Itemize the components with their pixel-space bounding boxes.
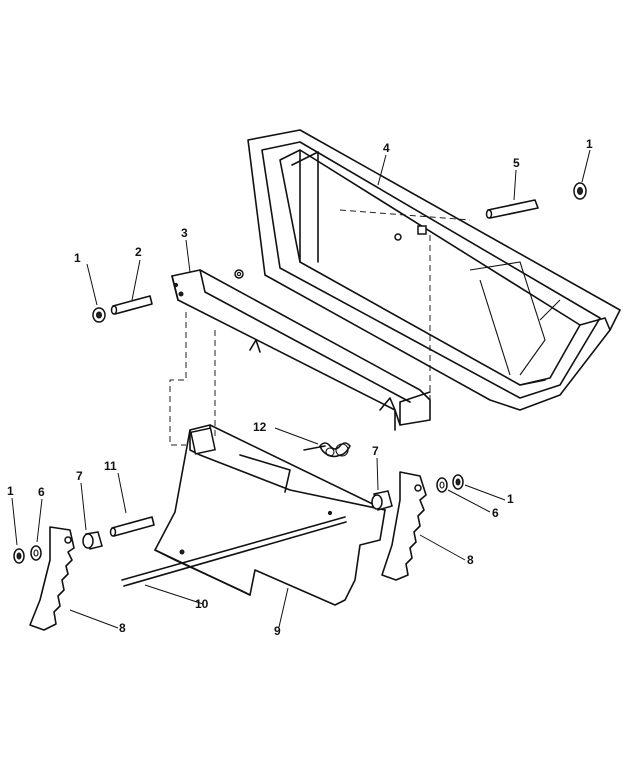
tray-part [247,129,621,411]
callout-5: 5 [513,156,520,170]
right-pawl-part [381,471,427,581]
spring-part [303,442,351,458]
callout-6-right: 6 [492,506,499,520]
left-pawl-part [29,526,75,631]
callout-8-left: 8 [119,621,126,635]
bracket-part [171,269,431,431]
callout-labels: 1 2 3 4 5 1 12 11 7 1 6 7 1 6 8 10 9 8 [7,137,593,638]
callout-7-right: 7 [372,444,379,458]
callout-7-left: 7 [76,469,83,483]
left-side-hardware [13,516,155,564]
callout-10: 10 [195,597,209,611]
callout-11: 11 [104,459,117,473]
callout-6-left: 6 [38,485,45,499]
base-plate-part [154,424,386,606]
callout-1-lower-left: 1 [7,484,14,498]
callout-3: 3 [181,226,188,240]
rod-part [121,516,347,587]
leader-lines [11,149,591,629]
right-side-hardware [371,474,464,511]
callout-9: 9 [274,624,281,638]
nut-part-upper-right [573,182,587,200]
callout-12: 12 [253,420,267,434]
nut-part-left [92,307,106,323]
callout-8-right: 8 [467,553,474,567]
callout-4: 4 [383,141,390,155]
callout-1-top-right: 1 [586,137,593,151]
callout-1-left: 1 [74,251,81,265]
callout-2: 2 [135,245,142,259]
alignment-lines [169,209,471,446]
pin-part-upper [485,199,539,219]
pin-part-left [110,295,153,315]
callout-1-right: 1 [507,492,514,506]
